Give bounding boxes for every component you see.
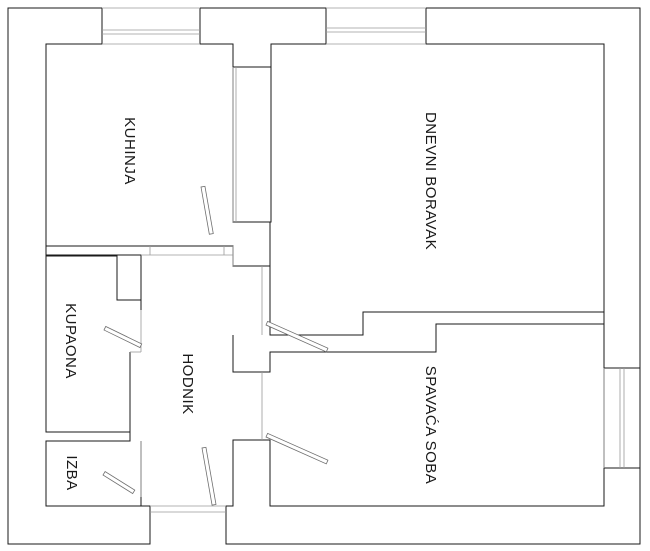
corridor-wall-right <box>232 323 605 373</box>
kitchen-wall <box>46 67 271 267</box>
door-living-room <box>265 320 329 353</box>
room-label-hodnik: HODNIK <box>179 353 196 414</box>
wall-top-right <box>425 7 641 369</box>
door-storage <box>102 471 136 495</box>
door-kitchen <box>200 185 214 235</box>
living-room-bottom-wall <box>269 266 604 336</box>
room-label-spavaca-soba: SPAVAĆA SOBA <box>422 366 439 485</box>
doorway-lines <box>130 67 263 513</box>
room-label-kupaona: KUPAONA <box>62 303 79 379</box>
bedroom-outer-wall <box>225 368 641 545</box>
living-room-wall <box>270 67 272 223</box>
window-top-right <box>326 7 426 45</box>
wall-top-middle <box>199 7 327 68</box>
window-top-left <box>102 7 200 45</box>
room-label-kuhinja: KUHINJA <box>121 117 138 185</box>
corridor-left-lower <box>140 441 150 507</box>
outer-wall <box>7 7 151 545</box>
room-label-izba: IZBA <box>63 455 80 490</box>
window-east <box>603 368 625 468</box>
door-bedroom <box>265 432 329 465</box>
room-label-dnevni-boravak: DNEVNI BORAVAK <box>422 112 439 250</box>
door-bathroom <box>103 325 143 349</box>
door-entrance <box>201 446 217 506</box>
